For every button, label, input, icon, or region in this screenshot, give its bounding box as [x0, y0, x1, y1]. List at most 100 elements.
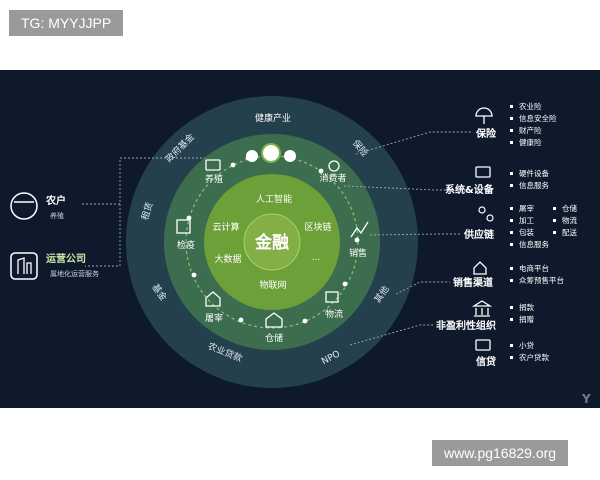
ring-dot	[230, 162, 236, 168]
ring-dot	[354, 237, 360, 243]
core-item: 物联网	[259, 279, 286, 291]
bullet	[510, 105, 513, 108]
bullet	[510, 184, 513, 187]
ring-item-slaughter: 屠宰	[205, 312, 223, 324]
category-title: 销售渠道	[453, 276, 493, 289]
ring-item-quarantine: 检疫	[177, 239, 195, 251]
category-sales-channel: 销售渠道 电商平台 众筹预售平台	[453, 261, 564, 289]
bullet	[510, 207, 513, 210]
ring-dot	[191, 272, 197, 278]
category-title: 信贷	[476, 355, 496, 368]
category-item: 加工	[519, 215, 534, 225]
ring-item-consumer: 消费者	[319, 172, 346, 184]
category-item: 仓储	[562, 203, 577, 213]
category-item: 捐款	[519, 302, 534, 312]
bullet	[510, 318, 513, 321]
slaughter-house-icon	[205, 291, 221, 307]
ring-item-storage: 仓储	[265, 332, 283, 344]
wallet-icon	[475, 339, 491, 351]
category-title: 供应链	[463, 228, 495, 241]
category-item: 农业险	[519, 101, 542, 111]
watermark-bottom: www.pg16829.org	[432, 440, 569, 466]
category-item: 农户贷款	[519, 352, 549, 362]
bank-icon	[471, 300, 493, 317]
quarantine-icon	[176, 219, 191, 234]
category-item: 健康险	[519, 137, 542, 147]
ring-item-health: 健康产业	[255, 112, 291, 124]
category-item: 配送	[562, 227, 577, 237]
ring-item-sales: 销售	[349, 247, 367, 259]
category-item: 电商平台	[519, 263, 549, 273]
category-item: 包装	[519, 227, 534, 237]
entity-title: 农户	[45, 194, 66, 207]
breeding-icon	[205, 159, 221, 171]
ring-dot	[318, 168, 324, 174]
bullet	[510, 243, 513, 246]
category-npo: 非盈利性组织 捐款 捐赠	[436, 300, 534, 332]
category-credit: 信贷 小贷 农户贷款	[475, 339, 549, 368]
bullet	[553, 207, 556, 210]
category-item: 信息安全险	[519, 113, 557, 123]
center-label: 金融	[254, 232, 289, 253]
bullet	[510, 141, 513, 144]
bullet	[510, 219, 513, 222]
category-item: 硬件设备	[519, 168, 549, 178]
monitor-icon	[475, 166, 491, 178]
bullet	[510, 267, 513, 270]
category-system-devices: 系统&设备 硬件设备 信息服务	[445, 166, 549, 196]
category-item: 物流	[562, 215, 577, 225]
entity-subtitle: 属地化运营服务	[50, 269, 99, 278]
farmer-icon	[10, 192, 38, 220]
category-item: 信息服务	[519, 180, 549, 190]
sales-chart-icon	[350, 221, 369, 238]
network-node-icon	[486, 214, 494, 222]
core-item: 区块链	[304, 221, 331, 233]
category-insurance: 保险 农业险 信息安全险 财产险 健康险	[475, 101, 557, 147]
bullet	[510, 344, 513, 347]
health-industry-icons	[246, 143, 296, 163]
system-connector	[343, 185, 470, 191]
consumer-icon	[328, 160, 340, 172]
left-entity-farmer: 农户 养殖	[10, 192, 66, 220]
bullet	[510, 172, 513, 175]
farmer-connector	[82, 157, 205, 205]
corner-logo: Y	[581, 392, 591, 406]
bullet	[510, 129, 513, 132]
building-icon	[10, 252, 38, 280]
category-title: 保险	[475, 127, 497, 140]
left-entity-operator: 运营公司 属地化运营服务	[10, 252, 99, 280]
truck-icon	[325, 291, 339, 303]
category-item: 小贷	[519, 340, 534, 350]
leaf-icon	[284, 150, 296, 162]
bullet	[553, 219, 556, 222]
category-item: 信息服务	[519, 239, 549, 249]
category-title: 系统&设备	[445, 183, 495, 196]
category-item: 屠宰	[519, 203, 534, 213]
chicken-icon	[261, 143, 281, 163]
bullet	[510, 306, 513, 309]
sales-channel-connector	[395, 281, 450, 295]
core-item: ...	[312, 253, 321, 263]
watermark-top: TG: MYYJJPP	[9, 10, 124, 36]
ring-dot	[302, 318, 308, 324]
umbrella-icon	[475, 107, 493, 124]
bullet	[510, 117, 513, 120]
category-item: 捐赠	[519, 314, 534, 324]
ring-dot	[238, 317, 244, 323]
entity-title: 运营公司	[46, 252, 86, 265]
shop-icon	[473, 261, 487, 275]
category-item: 众筹预售平台	[519, 275, 564, 285]
supply-chain-connector	[369, 233, 460, 236]
category-item: 财产险	[519, 125, 542, 135]
operator-connector	[85, 204, 121, 267]
bullet	[510, 279, 513, 282]
center-circle	[243, 213, 301, 271]
ring-item-breeding: 养殖	[205, 173, 223, 185]
ring-dot	[342, 281, 348, 287]
ecosystem-diagram: 金融 人工智能 云计算 区块链 大数据 ... 物联网 健康产业	[0, 70, 600, 408]
core-item: 大数据	[214, 253, 241, 265]
network-icon	[478, 206, 486, 214]
bullet	[553, 231, 556, 234]
core-item: 云计算	[212, 221, 239, 233]
core-item: 人工智能	[256, 193, 292, 205]
